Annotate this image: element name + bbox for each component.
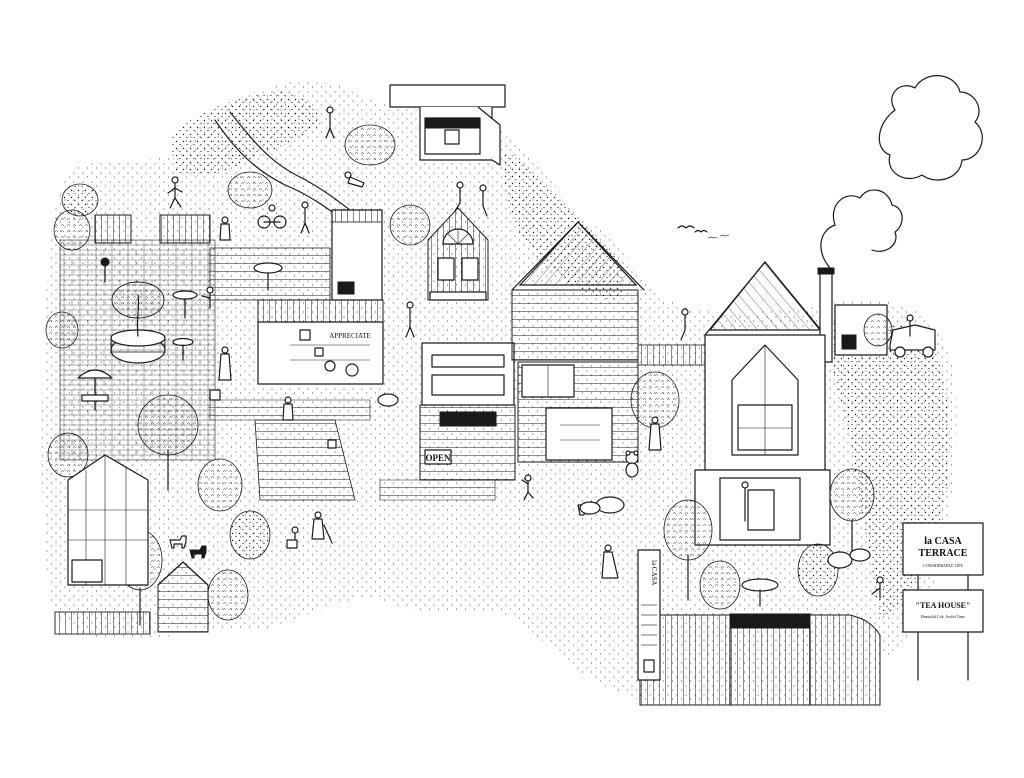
wood-deck bbox=[209, 247, 331, 301]
bakery-shop: OPEN bbox=[419, 342, 516, 481]
vertical-sign-text: la CASA bbox=[650, 560, 658, 585]
casa-terrace-sign: la CASA TERRACE CONSIDERABLE LIFE bbox=[902, 522, 984, 591]
casa-terrace-line1: la CASA bbox=[924, 536, 962, 547]
shop-sign: APPRECIATE bbox=[329, 332, 371, 340]
vertical-sign-board: la CASA bbox=[637, 549, 661, 681]
chimney-smoke bbox=[820, 75, 983, 269]
greenhouse bbox=[54, 454, 151, 635]
parked-car bbox=[889, 324, 936, 358]
front-wall bbox=[639, 578, 881, 706]
flower-shop: APPRECIATE bbox=[257, 209, 384, 385]
pots-and-rocks bbox=[209, 389, 871, 569]
tea-house-building bbox=[694, 261, 888, 546]
right-trees bbox=[630, 313, 893, 610]
center-gable-house bbox=[511, 221, 707, 463]
tea-house-name: "TEA HOUSE" bbox=[916, 601, 971, 610]
open-sign: OPEN bbox=[425, 453, 451, 463]
casa-terrace-line2: TERRACE bbox=[919, 548, 968, 559]
birds bbox=[677, 225, 730, 239]
tea-house-sign: "TEA HOUSE" Beautiful Life, Joyful Time bbox=[902, 589, 984, 681]
people bbox=[100, 106, 914, 599]
tea-house-tagline: Beautiful Life, Joyful Time bbox=[921, 614, 965, 620]
casa-terrace-tagline: CONSIDERABLE LIFE bbox=[923, 563, 963, 568]
sunburst-cottage bbox=[427, 207, 489, 301]
hilltop-cabin bbox=[389, 84, 506, 166]
garden-shed bbox=[157, 561, 209, 633]
